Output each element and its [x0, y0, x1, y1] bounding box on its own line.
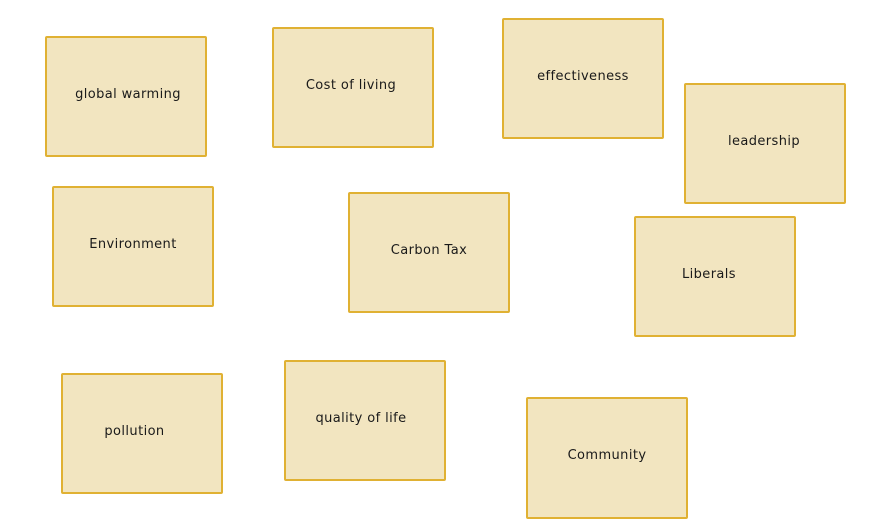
sticky-note-label: global warming	[75, 87, 181, 102]
sticky-note-label: quality of life	[315, 411, 407, 426]
sticky-note-global-warming[interactable]: global warming	[45, 36, 207, 157]
sticky-note-label: effectiveness	[537, 69, 629, 84]
sticky-note-environment[interactable]: Environment	[52, 186, 214, 307]
sticky-note-carbon-tax[interactable]: Carbon Tax	[348, 192, 510, 313]
sticky-note-leadership[interactable]: leadership	[684, 83, 846, 204]
sticky-note-effectiveness[interactable]: effectiveness	[502, 18, 664, 139]
sticky-note-liberals[interactable]: Liberals	[634, 216, 796, 337]
sticky-note-pollution[interactable]: pollution	[61, 373, 223, 494]
sticky-note-quality-of-life[interactable]: quality of life	[284, 360, 446, 481]
sticky-note-community[interactable]: Community	[526, 397, 688, 519]
sticky-note-label: Liberals	[681, 267, 736, 282]
sticky-note-label: Community	[567, 448, 647, 463]
sticky-note-label: leadership	[727, 134, 801, 149]
sticky-note-label: Carbon Tax	[390, 243, 468, 258]
sticky-note-label: pollution	[104, 424, 165, 439]
sticky-note-cost-of-living[interactable]: Cost of living	[272, 27, 434, 148]
sticky-note-label: Environment	[89, 237, 177, 252]
sticky-note-label: Cost of living	[305, 78, 397, 93]
